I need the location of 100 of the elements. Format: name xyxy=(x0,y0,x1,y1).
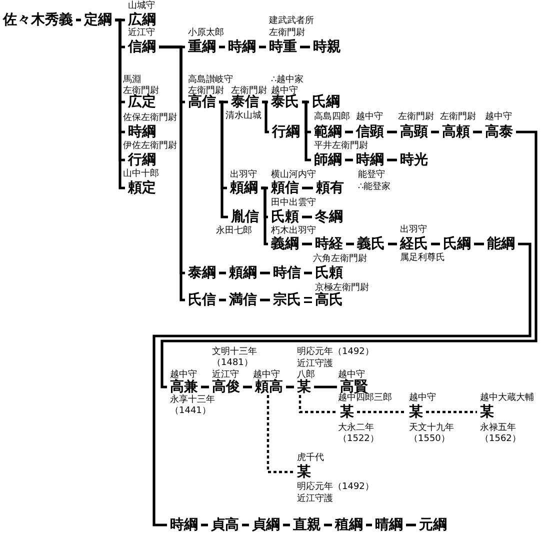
person-name: 宗氏 xyxy=(270,292,304,308)
annotation-text: 文明十三年（1481） xyxy=(212,346,258,368)
annotation-text: 平井左衛門尉 xyxy=(314,140,368,152)
person-name: 広定 xyxy=(125,94,159,110)
lineage-line xyxy=(260,272,270,274)
annotation-text: 永田七郎 xyxy=(216,226,252,236)
person-name: 義氏 xyxy=(354,236,388,252)
person-name: 某 xyxy=(337,404,357,420)
lineage-line xyxy=(302,100,311,162)
person-name: 頼高 xyxy=(252,379,286,395)
annotation-text: 大永二年（1522） xyxy=(338,422,380,444)
person-name: 佐々木秀義 xyxy=(0,12,76,28)
annotation-text: 小原太郎 xyxy=(188,28,224,38)
annotation-text: 越中守 xyxy=(409,392,436,404)
annotation-text: 虎千代 xyxy=(297,452,324,464)
person-name: 義綱 xyxy=(268,236,302,252)
annotation-text: 永禄五年（1562） xyxy=(480,422,522,444)
person-name: 時経 xyxy=(312,236,346,252)
lineage-line xyxy=(431,130,439,134)
annotation-text: 左衛門尉 xyxy=(231,86,267,96)
person-name: 時親 xyxy=(310,39,344,55)
lineage-line xyxy=(259,46,266,48)
person-name: 氏頼 xyxy=(268,209,302,225)
lineage-line xyxy=(431,242,440,246)
lineage-line xyxy=(242,524,249,526)
annotation-text: 六角左衛門尉 xyxy=(313,254,367,264)
person-name: 行綱 xyxy=(269,124,303,140)
lineage-line xyxy=(345,158,353,162)
annotation-text: 伊佐左衛門尉 xyxy=(123,140,177,152)
annotation-text: 越中守 xyxy=(338,370,365,380)
annotation-text: 越中守 xyxy=(253,370,280,380)
annotation-text: 越中守 xyxy=(271,86,298,96)
lineage-line xyxy=(346,242,354,246)
annotation-text: 左衛門尉 xyxy=(188,86,224,96)
person-name: 稙綱 xyxy=(332,517,366,533)
dotted-line xyxy=(266,395,294,474)
person-name: 貞綱 xyxy=(249,517,283,533)
annotation-text: 出羽守 xyxy=(400,224,427,236)
person-name: 頼綱 xyxy=(227,180,261,196)
lineage-line xyxy=(283,524,290,526)
person-name: 氏頼 xyxy=(312,265,346,281)
person-name: 胤信 xyxy=(228,209,262,225)
annotation-text: 馬淵 xyxy=(123,74,141,86)
person-name: 頼定 xyxy=(125,180,159,196)
person-name: 頼綱 xyxy=(226,265,260,281)
lineage-line xyxy=(286,386,294,388)
annotation-text: 永享十三年（1441） xyxy=(170,394,216,416)
annotation-text: 高島讃岐守 xyxy=(188,74,233,86)
annotation-text: 建武武者所 xyxy=(269,16,314,26)
lineage-line xyxy=(474,242,484,246)
annotation-text: 山中十郎 xyxy=(123,168,159,180)
person-name: 氏綱 xyxy=(440,236,474,252)
annotation-text: 越中四郎三郎 xyxy=(338,392,392,404)
annotation-text: 左衛門尉 xyxy=(269,28,305,38)
lineage-line xyxy=(387,158,397,162)
annotation-text: 近江守 xyxy=(212,370,239,380)
lineage-line xyxy=(152,242,532,526)
person-name: 満信 xyxy=(226,292,260,308)
person-name: 某 xyxy=(294,379,314,395)
person-name: 時綱 xyxy=(167,517,201,533)
person-name: 高顕 xyxy=(397,124,431,140)
person-name: 能綱 xyxy=(484,236,518,252)
lineage-line xyxy=(388,242,397,246)
person-name: 泰綱 xyxy=(185,265,219,281)
annotation-text: ∴越中家 xyxy=(271,74,304,86)
lineage-line xyxy=(76,18,81,22)
person-name: 某 xyxy=(406,404,426,420)
annotation-text: 田中出雲守 xyxy=(271,198,316,208)
annotation-text: 山城守 xyxy=(128,0,155,12)
person-name: 時綱 xyxy=(225,39,259,55)
person-name: 泰信 xyxy=(228,94,262,110)
person-name: 高氏 xyxy=(312,292,346,308)
person-name: 時綱 xyxy=(125,124,159,140)
person-name: 時信 xyxy=(270,265,304,281)
person-name: 信顕 xyxy=(353,124,387,140)
person-name: 高信 xyxy=(185,94,219,110)
lineage-line xyxy=(324,524,332,526)
person-name: 行綱 xyxy=(125,152,159,168)
annotation-text: 朽木出羽守 xyxy=(271,226,316,236)
dotted-line xyxy=(357,410,406,414)
person-name: 貞高 xyxy=(208,517,242,533)
person-name: 信綱 xyxy=(125,39,159,55)
lineage-line xyxy=(262,100,269,134)
lineage-line xyxy=(300,46,310,48)
person-name: 広綱 xyxy=(125,12,159,28)
person-name: 冬綱 xyxy=(312,209,346,225)
annotation-text: 八郎 xyxy=(297,370,315,380)
person-name: 経氏 xyxy=(397,236,431,252)
lineage-line xyxy=(302,242,312,246)
dotted-line xyxy=(426,410,477,414)
person-name: 泰氏 xyxy=(268,94,302,110)
annotation-text: 明応元年（1492） xyxy=(297,482,374,492)
annotation-text: 近江守護 xyxy=(297,358,333,370)
person-name: 某 xyxy=(294,464,314,480)
lineage-line xyxy=(219,46,225,48)
lineage-line xyxy=(387,130,397,134)
annotation-text: 近江守 xyxy=(128,28,155,38)
lineage-line xyxy=(243,386,252,388)
annotation-text: 高島四郎 xyxy=(314,112,350,122)
lineage-line xyxy=(345,130,353,134)
